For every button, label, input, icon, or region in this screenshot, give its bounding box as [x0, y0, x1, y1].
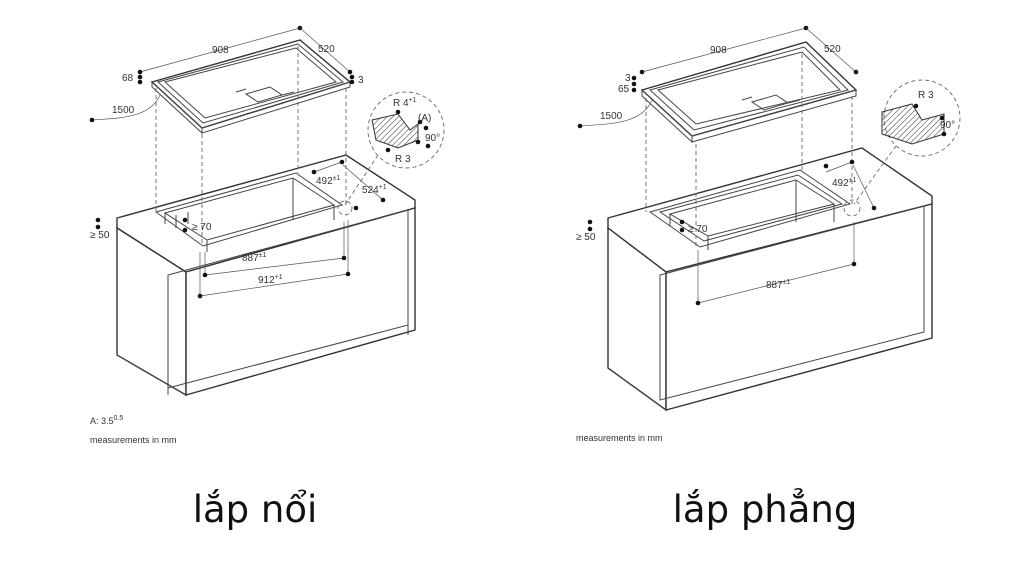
- dimension-lines: [577, 25, 877, 306]
- note-units: measurements in mm: [90, 435, 177, 445]
- dim-a: (A): [418, 113, 431, 124]
- dim-cut-depth2: 524+1: [362, 184, 387, 196]
- dim-angle: 90°: [940, 120, 955, 131]
- flush-mount-diagram: 908 520 3 65 1500 R 3 90° 492±1 ≥ 70 ≥ 5…: [576, 25, 961, 443]
- surface-mount-diagram: 908 520 68 3 1500 R 4+1 (A) 90° R 3 492±…: [89, 25, 445, 445]
- dim-cable: 1500: [112, 105, 135, 116]
- surface-mount-panel: 908 520 68 3 1500 R 4+1 (A) 90° R 3 492±…: [89, 25, 445, 531]
- flush-mount-panel: 908 520 3 65 1500 R 3 90° 492±1 ≥ 70 ≥ 5…: [510, 0, 1020, 570]
- dim-min70: ≥ 70: [688, 224, 708, 235]
- dim-cut-depth: 492±1: [832, 177, 857, 189]
- dim-r4: R 4+1: [393, 97, 417, 109]
- dim-cut-width: 887±1: [242, 252, 267, 264]
- note-a: A: 3.50.5: [90, 415, 123, 426]
- dim-r3: R 3: [918, 90, 934, 101]
- dim-cut-width2: 912+1: [258, 274, 283, 286]
- dim-3: 3: [625, 73, 631, 84]
- edge-detail: [337, 91, 445, 216]
- caption-surface-mount: lắp nổi: [192, 488, 318, 531]
- dim-depth: 520: [318, 44, 335, 55]
- dim-width: 908: [710, 45, 727, 56]
- dim-65: 65: [618, 84, 630, 95]
- dim-r3: R 3: [395, 154, 411, 165]
- projection-lines: [645, 54, 853, 246]
- dim-cut-depth: 492±1: [316, 175, 341, 187]
- cabinet: [607, 147, 933, 412]
- dim-min50: ≥ 50: [90, 230, 110, 241]
- cooktop: [640, 41, 858, 144]
- edge-detail: [843, 79, 961, 217]
- caption-flush-mount: lắp phẳng: [672, 488, 858, 531]
- cabinet: [116, 154, 416, 397]
- countertop-cutout: [648, 169, 852, 250]
- dim-angle: 90°: [425, 133, 440, 144]
- countertop-cutout: [154, 172, 344, 252]
- dim-3: 3: [358, 75, 364, 86]
- dim-width: 908: [212, 45, 229, 56]
- dim-cable: 1500: [600, 111, 623, 122]
- dimension-lines: [89, 25, 386, 299]
- dim-depth: 520: [824, 44, 841, 55]
- dim-cut-width: 887±1: [766, 279, 791, 291]
- note-units: measurements in mm: [576, 433, 663, 443]
- dim-68: 68: [122, 73, 134, 84]
- dim-min70: ≥ 70: [192, 222, 212, 233]
- dim-min50: ≥ 50: [576, 232, 596, 243]
- projection-lines: [155, 46, 347, 246]
